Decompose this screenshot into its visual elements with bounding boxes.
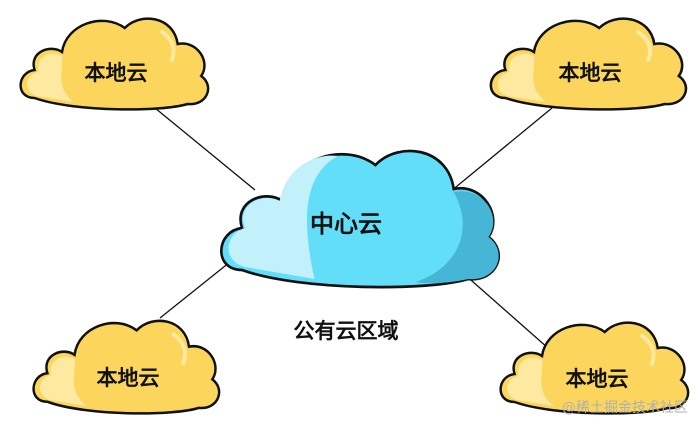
local-cloud-bottom-right: [499, 321, 690, 415]
connector-top-left: [154, 107, 256, 191]
local-cloud-top-left: [19, 17, 210, 111]
local-cloud-label: 本地云: [559, 61, 622, 85]
center-cloud: [219, 149, 501, 289]
region-label: 公有云区域: [294, 319, 399, 343]
connector-top-right: [444, 107, 553, 197]
local-cloud-label: 本地云: [97, 366, 160, 390]
connector-bottom-left: [159, 261, 231, 319]
local-cloud-bottom-left: [32, 319, 221, 415]
local-cloud-label: 本地云: [85, 61, 148, 85]
local-cloud-label: 本地云: [566, 367, 629, 391]
watermark: @稀土掘金技术社区: [562, 400, 688, 416]
local-cloud-top-right: [489, 17, 688, 111]
center-cloud-label: 中心云: [310, 210, 382, 238]
